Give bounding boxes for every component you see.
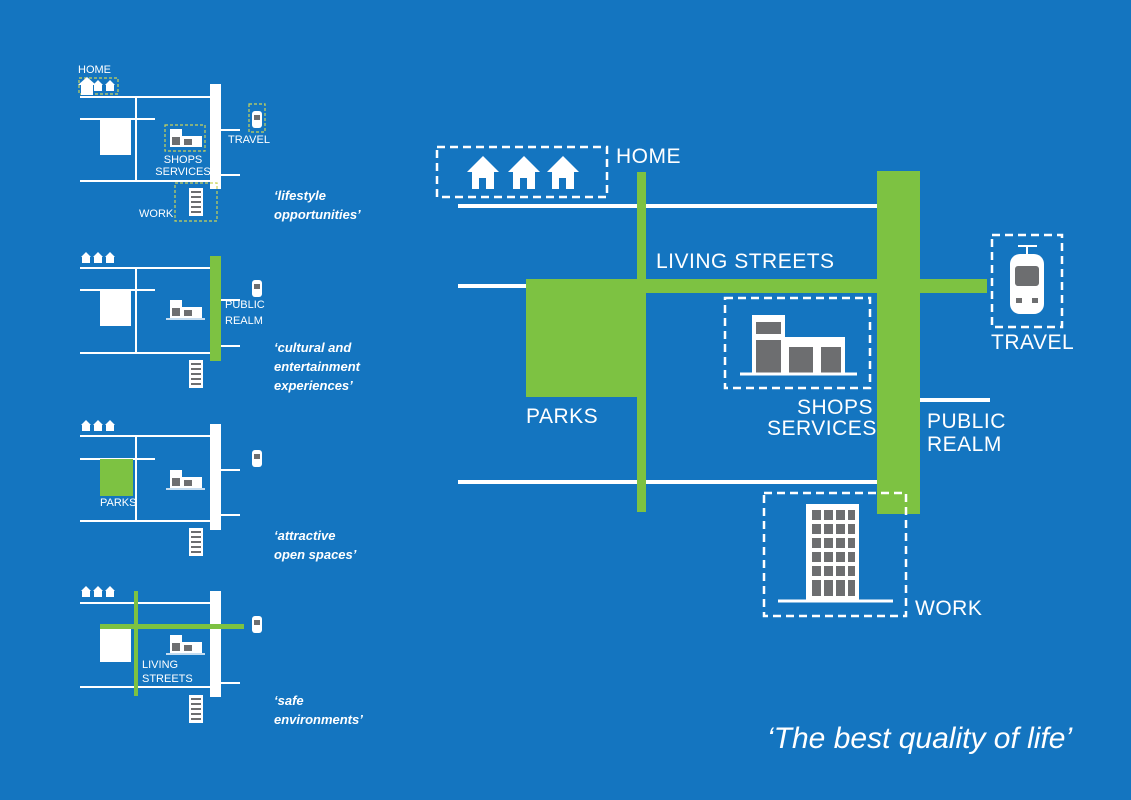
living-street-vertical [637,172,646,512]
panel-1-work-label: WORK [139,208,174,220]
houses-icon [467,156,579,189]
tram-icon-small [252,450,262,467]
living-street-horizontal [637,279,987,293]
office-building-icon-small [189,188,203,216]
parks-label: PARKS [526,405,599,428]
shops-dashed-frame [723,296,872,390]
panel-4-diagram [80,586,262,723]
panel-3-diagram [80,420,262,556]
travel-dashed-frame [990,233,1064,329]
parks-area-small [100,459,133,496]
houses-icon-small [81,252,115,263]
public-realm-strip [877,171,920,514]
work-dashed-frame [762,491,908,618]
tagline: ‘The best quality of life’ [767,722,1073,755]
public-label: PUBLIC [927,410,1006,433]
office-building-icon [778,504,893,603]
panel-1-services-label: SERVICES [155,166,211,178]
panel-4-caption-line-2: environments’ [274,712,363,727]
public-realm-strip-small [210,256,221,361]
living-street-vertical-small [134,591,138,696]
parks-area [526,279,637,397]
panel-4-living-label: LIVING [142,659,179,671]
panel-1-caption-line-1: ‘lifestyle [274,188,327,203]
living-streets-label: LIVING STREETS [656,250,835,273]
shops-icon [740,315,857,376]
panel-1-travel-label: TRAVEL [228,134,270,146]
houses-icon-small [81,420,115,431]
home-dashed-frame [435,145,609,199]
shops-icon-small [170,129,202,147]
panel-1-shops-label: SHOPS [163,154,203,166]
panel-2-caption-line-3: experiences’ [274,378,353,393]
panel-2-diagram [80,252,262,388]
tram-icon-small [252,280,262,297]
realm-label: REALM [927,433,1002,456]
shops-icon-small [166,470,205,490]
tram-icon-small [252,616,262,633]
office-building-icon-small [189,360,203,388]
houses-icon-small [81,586,115,597]
panel-1-diagram [78,77,266,222]
travel-label: TRAVEL [991,331,1075,354]
panel-2-public-label: PUBLIC [225,299,265,311]
main-diagram [435,145,1064,618]
houses-icon-small [81,80,115,91]
shops-icon-small [166,635,205,655]
office-building-icon-small [189,695,203,723]
shops-icon-small [166,300,205,320]
panel-3-caption-line-2: open spaces’ [274,547,357,562]
services-label: SERVICES [767,417,877,440]
panel-4-caption-line-1: ‘safe [274,693,304,708]
work-label: WORK [915,597,983,620]
panel-3-parks-label: PARKS [100,497,137,509]
panel-2-realm-label: REALM [225,315,263,327]
living-street-horizontal-small [100,624,244,629]
panel-1-home-label: HOME [78,64,111,76]
panel-1-caption-line-2: opportunities’ [274,207,361,222]
office-building-icon-small [189,528,203,556]
tram-icon [1010,245,1044,314]
panel-2-caption-line-1: ‘cultural and [274,340,352,355]
shops-label: SHOPS [797,396,874,419]
home-label: HOME [616,145,681,168]
panel-2-caption-line-2: entertainment [274,359,360,374]
panel-4-streets-label: STREETS [142,673,193,685]
panel-3-caption-line-1: ‘attractive [274,528,336,543]
tram-icon-small [252,111,262,128]
